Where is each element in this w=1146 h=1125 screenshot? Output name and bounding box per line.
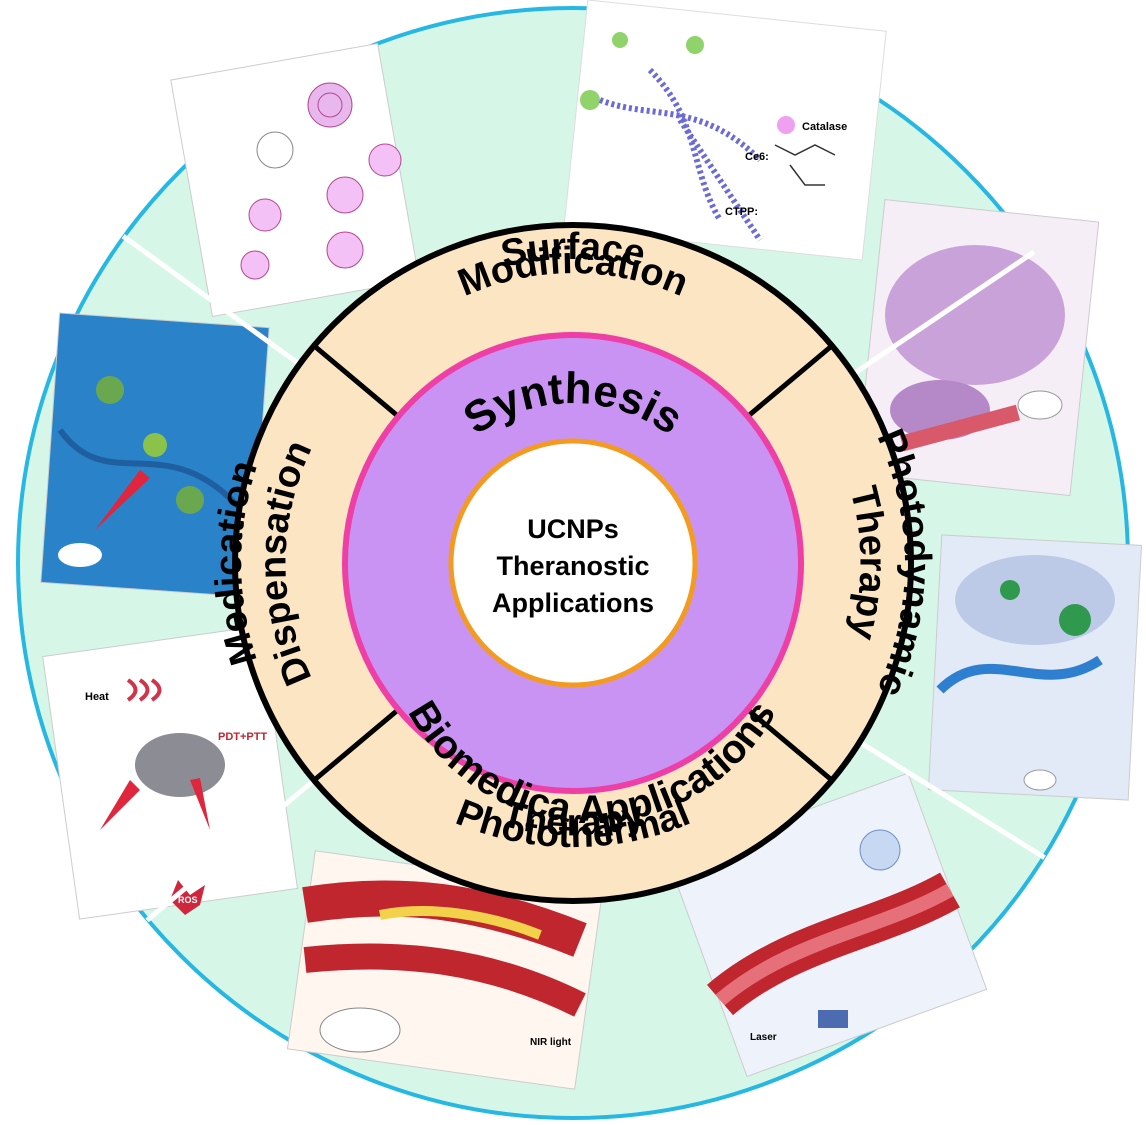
panel-label-ctpp: CTPP: <box>725 206 758 218</box>
outer-separator-line <box>845 250 1036 381</box>
center-line-ucnps: UCNPs <box>527 514 619 544</box>
panel-label-ce6: Ce6: <box>745 151 769 163</box>
center-line-applications: Applications <box>492 588 654 618</box>
outer-separator-line <box>145 773 322 923</box>
panel-nanocage-synthesis <box>170 43 420 317</box>
outer-separators <box>121 234 1046 923</box>
panel-label-nir-light: NIR light <box>530 1037 572 1048</box>
panel-label-heat: Heat <box>85 691 109 703</box>
panel-tumor-cell-pdt <box>855 199 1100 497</box>
middle-divider-line <box>312 343 400 419</box>
panel-label-catalase: Catalase <box>802 121 847 133</box>
middle-divider-line <box>312 707 400 783</box>
center-circle <box>448 438 698 688</box>
middle-ring-dividers <box>312 343 834 783</box>
panel-artery-nir: NIR light <box>286 850 604 1090</box>
panel-dendrimer-structure: Catalase Ce6: CTPP: <box>563 0 887 261</box>
panel-cell-drug-release <box>40 312 270 598</box>
middle-divider-line <box>746 343 834 419</box>
panel-membrane-pdt <box>927 534 1143 801</box>
center-line-theranostic: Theranostic <box>496 551 649 581</box>
outer-separator-line <box>121 234 308 372</box>
panel-label-ros: ROS <box>178 895 198 905</box>
panel-label-laser: Laser <box>750 1032 777 1043</box>
outer-separator-line <box>851 735 1046 860</box>
middle-divider-line <box>746 707 834 783</box>
panel-label-pdt-ptt: PDT+PTT <box>218 731 267 743</box>
